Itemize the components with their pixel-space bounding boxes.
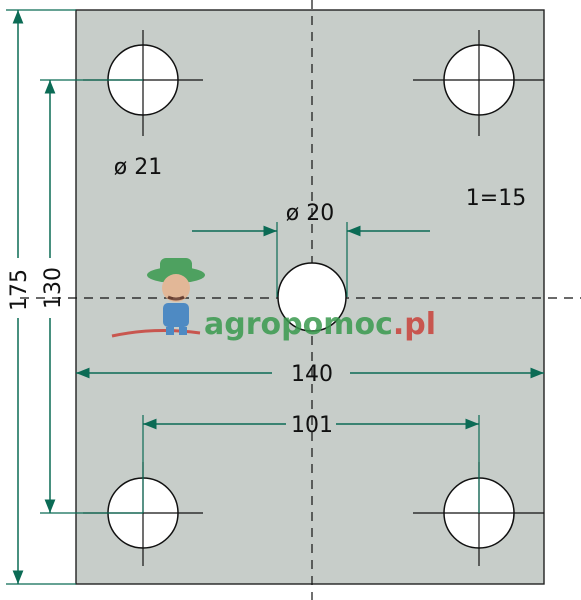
dimension-width-holes: 101 [142,413,480,513]
watermark-agro: agro [204,307,281,342]
watermark-pl: .pl [393,307,436,342]
dimension-center-hole: ø 20 [192,201,430,297]
watermark-pomoc: pomoc [281,307,393,342]
dim-label-center-diameter: ø 20 [286,201,334,226]
dimension-height-holes: 130 [40,79,143,514]
hole-top-right [413,30,544,136]
dim-label-130: 130 [41,267,66,309]
dim-label-175: 175 [7,269,32,311]
dim-label-101: 101 [291,413,333,438]
dim-label-corner-diameter: ø 21 [114,155,162,180]
dimension-width-total: 140 [76,362,544,387]
scale-label: 1=15 [466,186,526,211]
dimension-height-total: 175 [6,9,76,585]
farmer-mascot-icon [111,258,205,338]
hole-center [277,262,347,332]
watermark-text: agropomoc.pl [204,307,436,342]
watermark: agropomoc.pl [111,258,436,342]
dim-label-140: 140 [291,362,333,387]
